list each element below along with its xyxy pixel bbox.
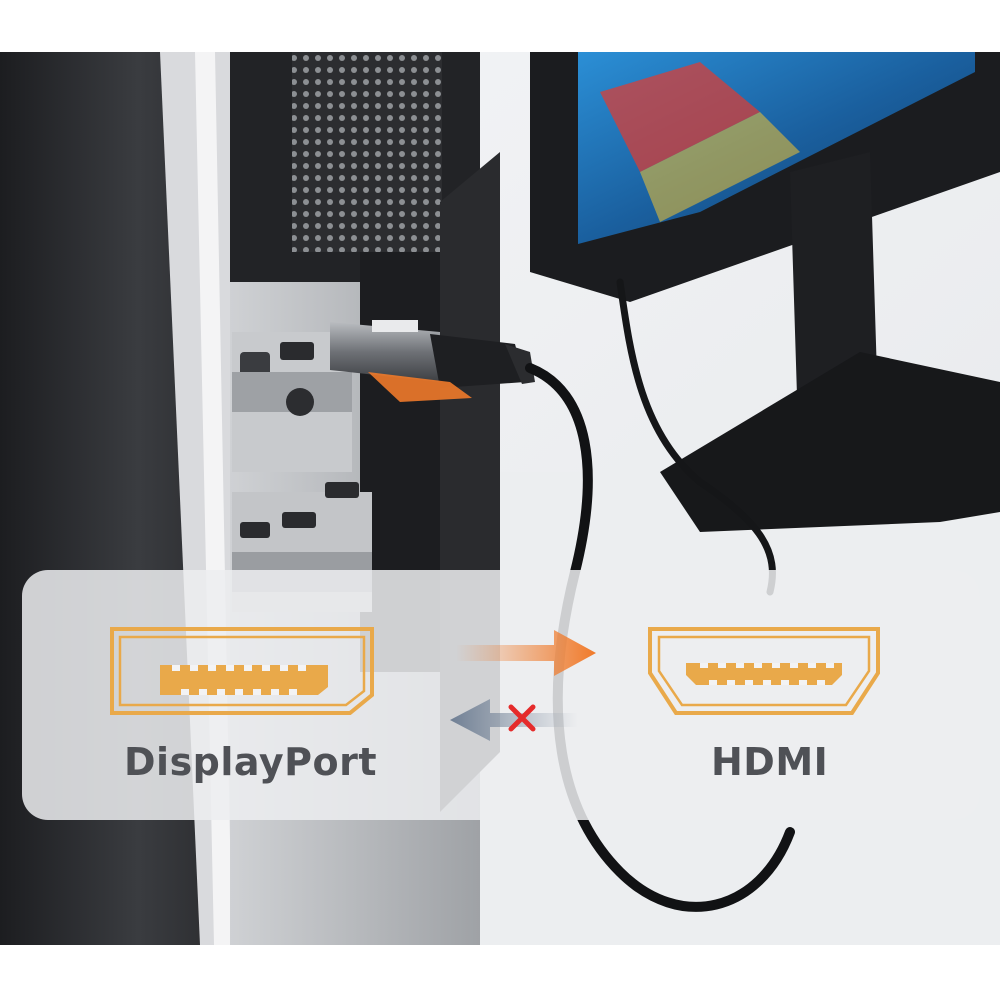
arrow-left-blocked-icon [450, 699, 578, 741]
arrow-right-icon [456, 630, 596, 676]
cross-icon [508, 704, 536, 732]
monitor-base [660, 352, 1000, 532]
insert-arrow [368, 372, 472, 402]
hdmi-port-icon [648, 627, 880, 715]
vent-mesh [292, 52, 442, 252]
displayport-label: DisplayPort [124, 740, 378, 784]
adapter-head [430, 334, 525, 388]
displayport-port-icon [110, 627, 374, 715]
adapter-body [330, 322, 440, 382]
hdmi-label: HDMI [711, 740, 829, 784]
